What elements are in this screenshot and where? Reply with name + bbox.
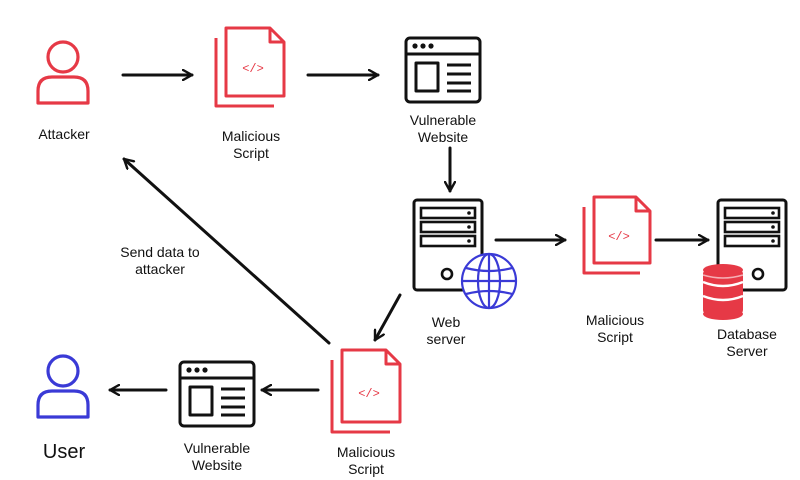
code-document-icon: </>	[330, 348, 402, 434]
user-label: User	[42, 441, 86, 463]
arrows	[108, 75, 710, 390]
malicious-script-label: Malicious Script	[221, 128, 281, 161]
send-data-label: Send data to attacker	[120, 244, 200, 277]
code-glyph: </>	[242, 62, 264, 76]
vulnerable-website-label: Vulnerable Website	[409, 112, 477, 145]
attacker-icon	[36, 40, 90, 105]
browser-window-icon	[404, 36, 482, 104]
code-document-icon: </>	[214, 26, 286, 108]
arrow-server-to-script-3	[373, 293, 402, 342]
code-glyph: </>	[358, 387, 380, 401]
web-server-label: Web server	[426, 314, 466, 347]
attacker-label: Attacker	[38, 126, 90, 142]
code-glyph: </>	[608, 230, 630, 244]
globe-icon	[460, 252, 518, 310]
malicious-script-label: Malicious Script	[336, 444, 396, 477]
user-icon	[36, 354, 90, 419]
browser-window-icon	[178, 360, 256, 428]
malicious-script-label: Malicious Script	[585, 312, 645, 345]
database-server-label: Database Server	[717, 326, 777, 359]
vulnerable-website-label: Vulnerable Website	[183, 440, 251, 473]
arrow-script-to-attacker	[122, 157, 331, 345]
database-icon	[702, 264, 744, 320]
code-document-icon: </>	[582, 195, 652, 275]
